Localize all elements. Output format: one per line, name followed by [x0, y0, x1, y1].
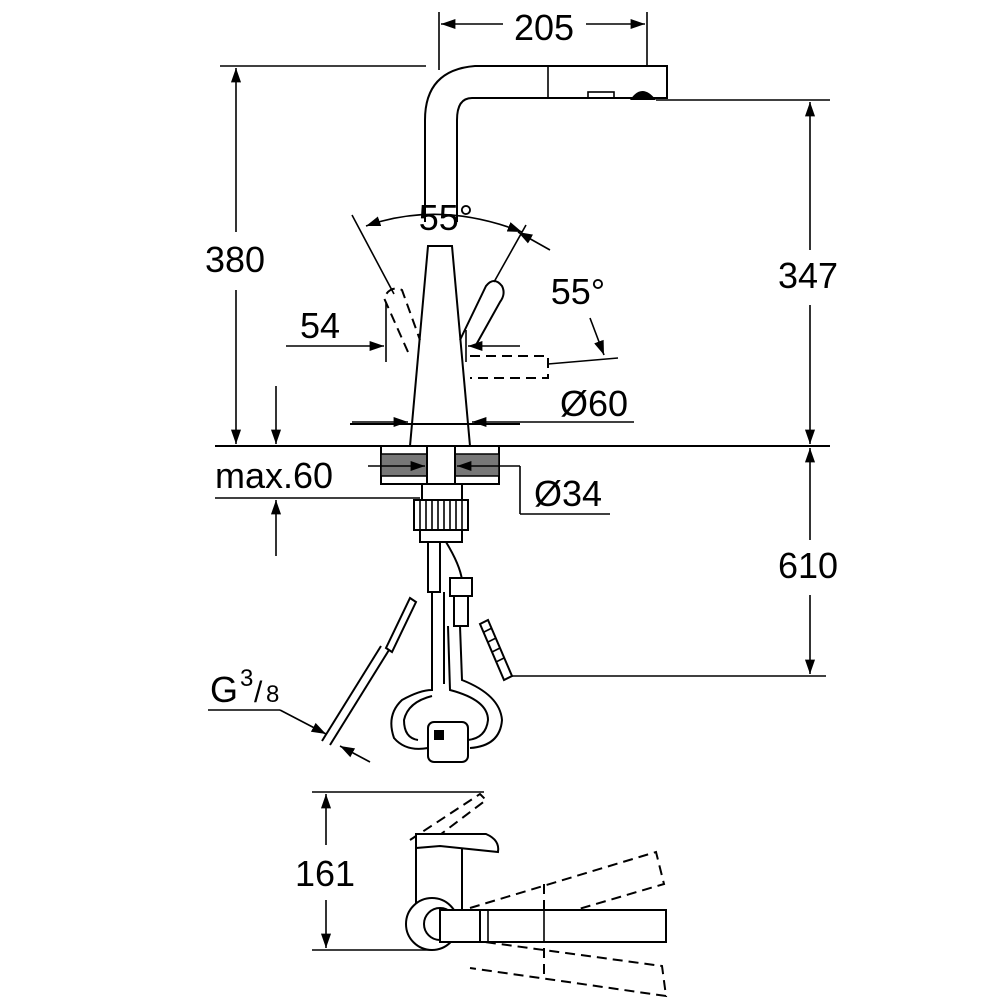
dim-lever-angle-side: 55° [551, 271, 605, 312]
dim-base-diameter: Ø60 [560, 383, 628, 424]
dim-outlet-height: 347 [778, 255, 838, 296]
dimension-lines [208, 12, 830, 763]
dim-connection-thread-slash: / [254, 676, 263, 709]
dim-hole-diameter: Ø34 [534, 473, 602, 514]
dim-connection-thread-numerator: 3 [240, 665, 253, 692]
dim-total-height: 380 [205, 239, 265, 280]
dim-hose-length: 610 [778, 545, 838, 586]
dim-max-counter-thickness: max.60 [215, 455, 333, 496]
dim-connection-thread: G [210, 669, 238, 710]
dim-top-view-height: 161 [295, 853, 355, 894]
dim-lever-offset: 54 [300, 305, 340, 346]
faucet-top-view [312, 791, 668, 998]
dim-spout-reach: 205 [514, 7, 574, 48]
dim-lever-angle-top: 55° [419, 197, 473, 238]
dim-connection-thread-denominator: 8 [266, 681, 279, 708]
faucet-side-view [215, 65, 830, 763]
